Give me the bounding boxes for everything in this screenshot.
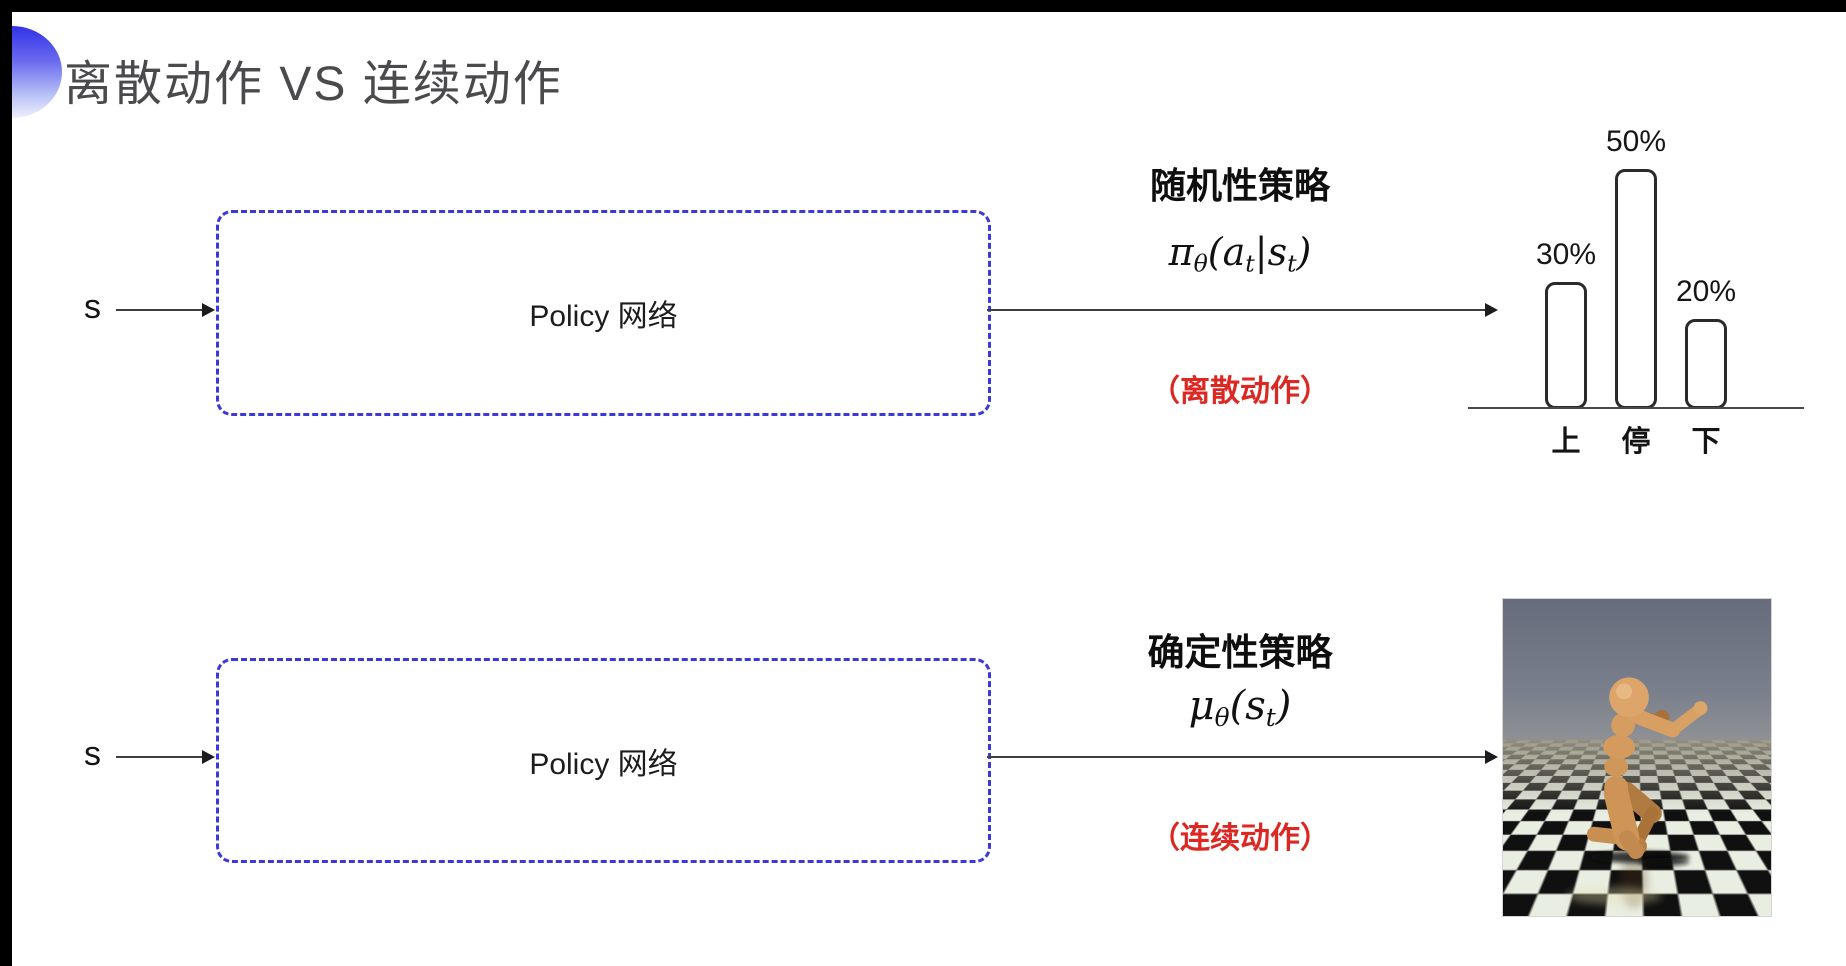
policy-network-label-top: Policy 网络: [529, 291, 677, 335]
stochastic-policy-formula-wrap: πθ(at|st): [1055, 230, 1425, 278]
bar: [1615, 169, 1657, 409]
continuous-action-note-wrap: （连续动作）: [1055, 813, 1425, 857]
policy-network-box-bottom: Policy 网络: [216, 658, 991, 863]
bar-chart-categories: 上停下: [1468, 418, 1804, 460]
title-accent-icon: [12, 26, 62, 118]
discrete-action-note-wrap: （离散动作）: [1055, 366, 1425, 410]
frame-left-bar: [0, 0, 12, 966]
bar-category-label: 上: [1544, 418, 1588, 460]
humanoid-simulation-image: [1502, 598, 1772, 917]
input-arrow-bottom: [116, 756, 202, 758]
bar: [1545, 282, 1587, 409]
stochastic-policy-title: 随机性策略: [1055, 157, 1425, 209]
frame-top-bar: [0, 0, 1846, 12]
continuous-action-note: （连续动作）: [1055, 813, 1425, 857]
bar-category-label: 下: [1684, 418, 1728, 460]
policy-network-label-bottom: Policy 网络: [529, 739, 677, 783]
input-arrow-top: [116, 309, 202, 311]
bar-value-label: 50%: [1606, 125, 1666, 159]
deterministic-policy-formula: μθ(st): [1055, 683, 1425, 732]
state-input-label-bottom: s: [84, 735, 101, 774]
deterministic-policy-formula-wrap: μθ(st): [1055, 683, 1425, 732]
deterministic-policy-title: 确定性策略: [1055, 622, 1425, 676]
stochastic-policy-formula: πθ(at|st): [1055, 230, 1425, 278]
action-probability-bar-chart: 30% 50% 20% 上停下: [1468, 112, 1804, 464]
discrete-action-note: （离散动作）: [1055, 366, 1425, 410]
state-input-label-top: s: [84, 288, 101, 327]
page-title: 离散动作 VS 连续动作: [64, 44, 563, 114]
bar-value-label: 20%: [1676, 275, 1736, 309]
bar: [1685, 319, 1727, 409]
bar-value-label: 30%: [1536, 238, 1596, 272]
deterministic-policy-title-wrap: 确定性策略: [1055, 622, 1425, 676]
bar-item: 30%: [1544, 238, 1588, 409]
stochastic-policy-title-wrap: 随机性策略: [1055, 157, 1425, 209]
policy-network-box-top: Policy 网络: [216, 210, 991, 416]
humanoid-robot-figure: [1503, 599, 1771, 916]
bar-chart-bars: 30% 50% 20%: [1468, 125, 1804, 409]
bar-item: 50%: [1614, 125, 1658, 409]
bar-item: 20%: [1684, 275, 1728, 409]
output-arrow-top: [987, 309, 1485, 311]
bar-category-label: 停: [1614, 418, 1658, 460]
output-arrow-bottom: [987, 756, 1485, 758]
bar-chart-baseline: [1468, 407, 1804, 409]
